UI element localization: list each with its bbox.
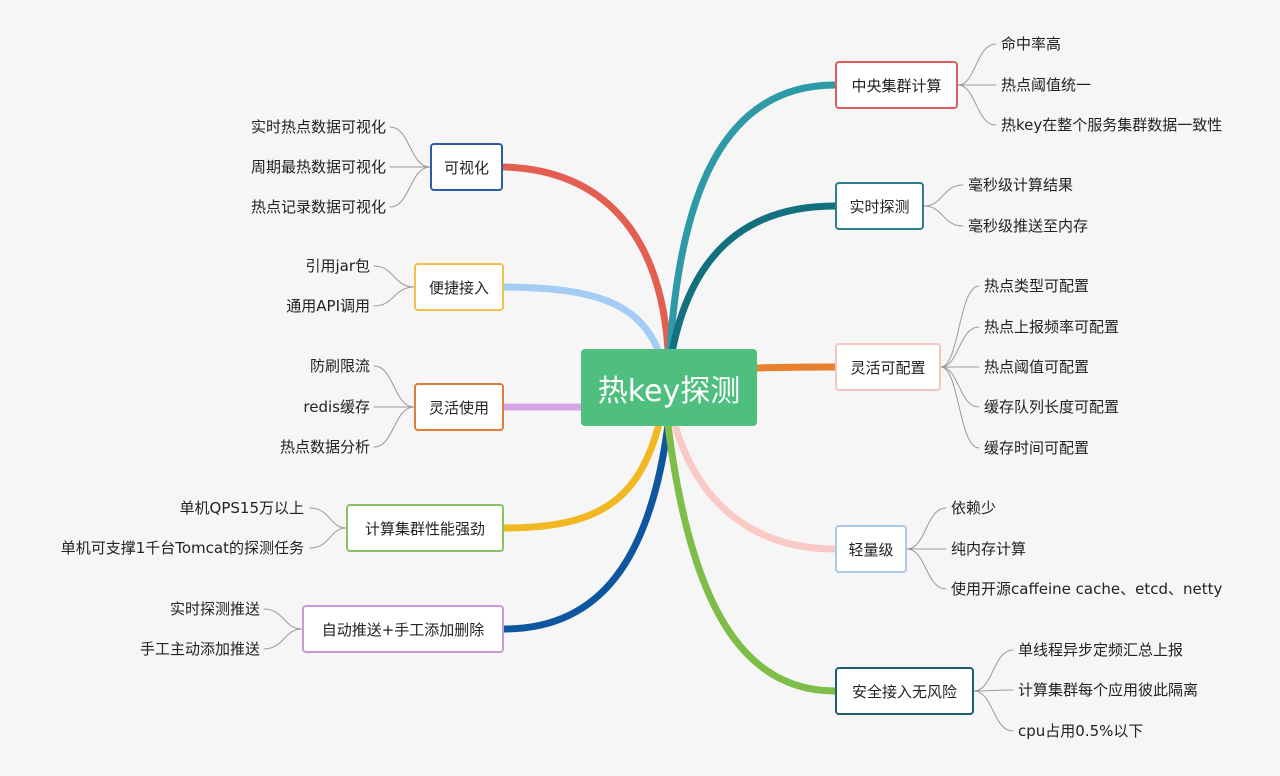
leaf-connector [906, 548, 947, 590]
leaf-item: 热点阈值可配置 [984, 358, 1090, 376]
central-topic[interactable]: 热key探测 [581, 349, 757, 426]
leaf-item: 热点类型可配置 [984, 277, 1090, 295]
branch-visualization[interactable]: 可视化 [430, 143, 503, 191]
branch-configurable[interactable]: 灵活可配置 [835, 343, 941, 391]
leaf-item: 手工主动添加推送 [139, 640, 260, 658]
branch-safe-access[interactable]: 安全接入无风险 [835, 667, 974, 715]
leaf-connector [923, 184, 964, 207]
leaf-connector [973, 649, 1014, 692]
branch-flexible-use[interactable]: 灵活使用 [414, 383, 504, 431]
leaf-item: 实时热点数据可视化 [250, 118, 386, 136]
leaf-connector [940, 366, 980, 449]
leaf-connector [940, 366, 980, 408]
leaf-item: 通用API调用 [286, 297, 370, 315]
branch-connector [500, 421, 672, 633]
leaf-connector [373, 286, 415, 307]
branch-connector [668, 202, 839, 356]
leaf-item: 计算集群每个应用彼此隔离 [1018, 681, 1199, 699]
branch-cluster-performance[interactable]: 计算集群性能强劲 [346, 504, 504, 552]
leaf-connector [957, 43, 997, 86]
leaf-connector [389, 166, 431, 208]
leaf-item: 命中率高 [1001, 35, 1062, 53]
leaf-item: 纯内存计算 [951, 540, 1027, 558]
leaf-connector [309, 527, 347, 549]
leaf-item: 缓存队列长度可配置 [984, 398, 1120, 416]
leaf-item: 缓存时间可配置 [984, 439, 1090, 457]
leaf-connector [973, 690, 1014, 732]
leaf-connector [373, 265, 415, 288]
leaf-item: 毫秒级计算结果 [968, 176, 1074, 194]
leaf-item: 单线程异步定频汇总上报 [1018, 641, 1184, 659]
leaf-connector [373, 406, 415, 448]
leaf-item: cpu占用0.5%以下 [1018, 722, 1144, 740]
branch-lightweight[interactable]: 轻量级 [835, 525, 907, 573]
leaf-item: 毫秒级推送至内存 [968, 217, 1089, 235]
leaf-connector [923, 205, 964, 227]
leaf-connector [906, 507, 947, 550]
leaf-item: 热点上报频率可配置 [984, 318, 1120, 336]
leaf-connector [263, 608, 303, 630]
branch-auto-push[interactable]: 自动推送+手工添加删除 [302, 605, 504, 653]
branch-connector [500, 283, 664, 359]
leaf-item: 周期最热数据可视化 [250, 158, 386, 176]
leaf-item: 依赖少 [951, 499, 997, 517]
leaf-item: 单机可支撑1千台Tomcat的探测任务 [60, 539, 304, 557]
leaf-connector [373, 365, 415, 408]
leaf-connector [940, 285, 980, 368]
leaf-connector [973, 689, 1014, 692]
branch-connector [664, 421, 839, 695]
leaf-connector [309, 507, 347, 529]
branch-central-cluster[interactable]: 中央集群计算 [835, 61, 958, 109]
branch-easy-access[interactable]: 便捷接入 [414, 263, 504, 311]
branch-connector [500, 416, 664, 532]
leaf-item: 防刷限流 [309, 357, 370, 375]
branch-connector [666, 81, 839, 354]
leaf-item: 热点记录数据可视化 [250, 198, 386, 216]
branch-connector [753, 363, 839, 372]
branch-connector [500, 163, 672, 354]
leaf-item: 热key在整个服务集群数据一致性 [1001, 116, 1223, 134]
branch-realtime-detect[interactable]: 实时探测 [835, 182, 924, 230]
branch-connector [671, 421, 839, 553]
leaf-connector [940, 326, 980, 368]
leaf-item: redis缓存 [303, 398, 370, 416]
leaf-connector [389, 126, 431, 168]
leaf-item: 单机QPS15万以上 [179, 499, 304, 517]
leaf-item: 实时探测推送 [169, 600, 260, 618]
leaf-connector [263, 628, 303, 650]
leaf-connector [957, 84, 997, 126]
leaf-item: 热点数据分析 [279, 438, 370, 456]
leaf-item: 使用开源caffeine cache、etcd、netty [951, 580, 1223, 598]
leaf-item: 引用jar包 [305, 257, 370, 275]
leaf-item: 热点阈值统一 [1001, 76, 1092, 94]
